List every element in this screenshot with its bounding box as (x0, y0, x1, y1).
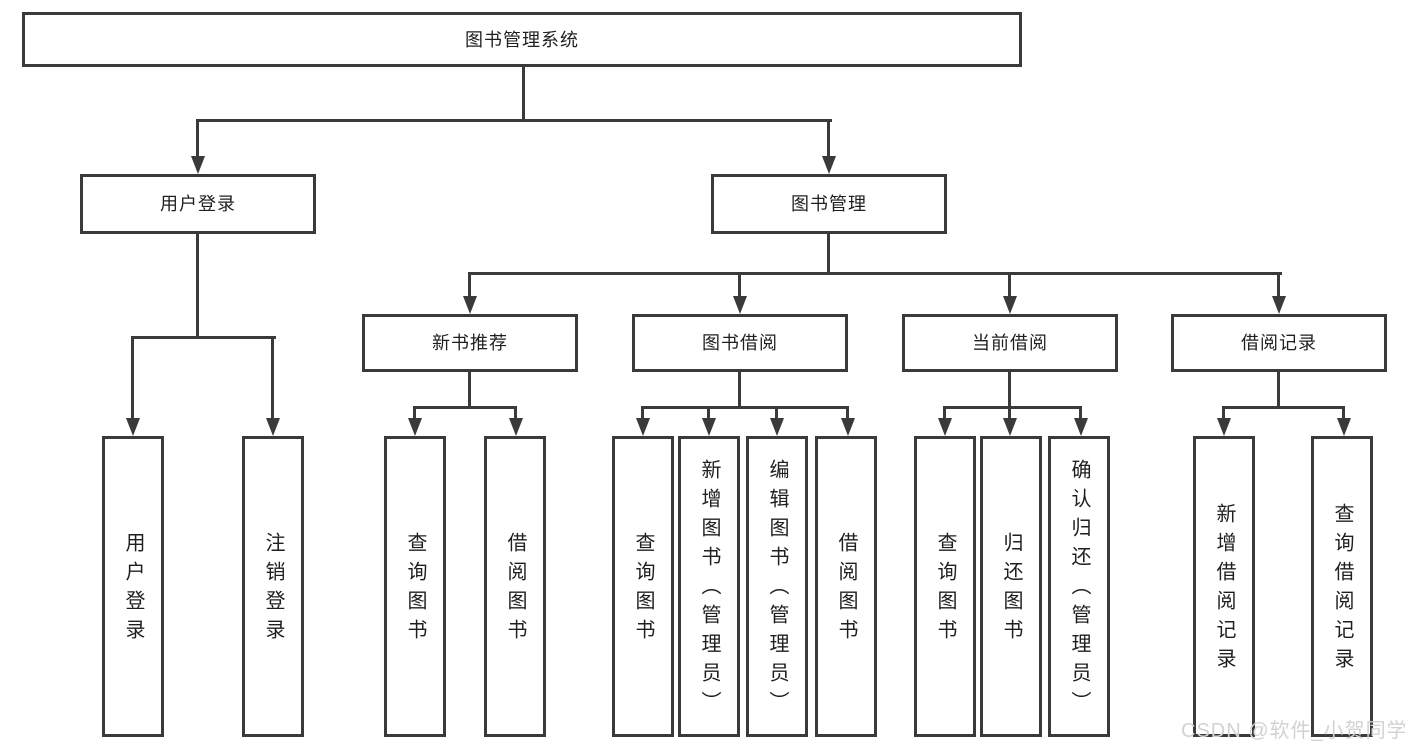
leaf-br-add-record: 新增借阅记录 (1193, 436, 1255, 737)
arrowhead-rec-query (408, 418, 422, 436)
arrowhead-cb-return (1003, 418, 1017, 436)
leaf-bb-edit-book: 编辑图书（管理员） (746, 436, 808, 737)
node-root-label: 图书管理系统 (465, 29, 579, 50)
node-current-borrow: 当前借阅 (902, 314, 1118, 372)
connector-root-drop-right (827, 119, 830, 156)
leaf-logout: 注销登录 (242, 436, 304, 737)
connector-userlogin-drop-2 (271, 336, 274, 418)
arrowhead-borrow-record (1272, 296, 1286, 314)
leaf-cb-confirm-return: 确认归还（管理员） (1048, 436, 1110, 737)
node-user-login-label: 用户登录 (160, 194, 236, 214)
node-borrow-record: 借阅记录 (1171, 314, 1387, 372)
leaf-bb-add-book-label: 新增图书（管理员） (698, 459, 720, 720)
connector-rec-drop-2 (514, 406, 517, 418)
leaf-br-query-record-label: 查询借阅记录 (1331, 502, 1353, 677)
arrowhead-user-login (191, 156, 205, 174)
leaf-logout-label: 注销登录 (262, 531, 284, 648)
leaf-cb-return-book: 归还图书 (980, 436, 1042, 737)
connector-bb-stem (738, 372, 741, 406)
arrowhead-bb-add (702, 418, 716, 436)
connector-br-hline (1222, 406, 1345, 409)
connector-bookmgmt-drop-1 (468, 272, 471, 296)
arrowhead-bb-edit (770, 418, 784, 436)
connector-root-drop-left (196, 119, 199, 156)
leaf-rec-query-book-label: 查询图书 (404, 531, 426, 648)
connector-cb-drop-3 (1079, 406, 1082, 418)
connector-rec-hline (413, 406, 517, 409)
connector-bb-drop-1 (641, 406, 644, 418)
connector-bookmgmt-drop-3 (1008, 272, 1011, 296)
arrowhead-br-query (1337, 418, 1351, 436)
leaf-br-query-record: 查询借阅记录 (1311, 436, 1373, 737)
connector-bookmgmt-drop-2 (738, 272, 741, 296)
arrowhead-cb-confirm (1074, 418, 1088, 436)
leaf-bb-borrow-book-label: 借阅图书 (835, 531, 857, 648)
node-new-book-rec-label: 新书推荐 (432, 333, 508, 353)
arrowhead-book-mgmt (822, 156, 836, 174)
node-borrow-record-label: 借阅记录 (1241, 333, 1317, 353)
leaf-cb-query-book: 查询图书 (914, 436, 976, 737)
arrowhead-book-borrow (733, 296, 747, 314)
connector-br-drop-2 (1342, 406, 1345, 418)
connector-bb-drop-3 (775, 406, 778, 418)
connector-br-stem (1277, 372, 1280, 406)
leaf-br-add-record-label: 新增借阅记录 (1213, 502, 1235, 677)
arrowhead-bb-query (636, 418, 650, 436)
node-book-borrow-label: 图书借阅 (702, 333, 778, 353)
connector-root-hline (196, 119, 832, 122)
connector-userlogin-stem (196, 234, 199, 336)
arrowhead-leaf-login (126, 418, 140, 436)
arrowhead-bb-borrow (841, 418, 855, 436)
leaf-user-login-label: 用户登录 (122, 531, 144, 648)
arrowhead-rec-borrow (509, 418, 523, 436)
node-user-login: 用户登录 (80, 174, 316, 234)
leaf-rec-borrow-book: 借阅图书 (484, 436, 546, 737)
arrowhead-current-borrow (1003, 296, 1017, 314)
leaf-bb-query-book: 查询图书 (612, 436, 674, 737)
connector-bb-hline (641, 406, 849, 409)
node-root: 图书管理系统 (22, 12, 1022, 67)
connector-userlogin-hline (131, 336, 276, 339)
arrowhead-br-add (1217, 418, 1231, 436)
connector-bookmgmt-drop-4 (1277, 272, 1280, 296)
connector-cb-drop-2 (1008, 406, 1011, 418)
leaf-cb-return-book-label: 归还图书 (1000, 531, 1022, 648)
leaf-bb-query-book-label: 查询图书 (632, 531, 654, 648)
arrowhead-new-book-rec (463, 296, 477, 314)
connector-rec-drop-1 (413, 406, 416, 418)
leaf-rec-query-book: 查询图书 (384, 436, 446, 737)
connector-root-stem (522, 67, 525, 119)
connector-bb-drop-4 (846, 406, 849, 418)
connector-bookmgmt-stem (827, 234, 830, 272)
csdn-watermark: CSDN @软件_小贺同学 (1181, 720, 1405, 742)
leaf-cb-confirm-return-label: 确认归还（管理员） (1068, 459, 1090, 720)
connector-bb-drop-2 (707, 406, 710, 418)
node-new-book-rec: 新书推荐 (362, 314, 578, 372)
leaf-bb-borrow-book: 借阅图书 (815, 436, 877, 737)
arrowhead-leaf-logout (266, 418, 280, 436)
connector-br-drop-1 (1222, 406, 1225, 418)
arrowhead-cb-query (938, 418, 952, 436)
node-book-borrow: 图书借阅 (632, 314, 848, 372)
connector-cb-stem (1008, 372, 1011, 406)
connector-bookmgmt-hline (468, 272, 1282, 275)
leaf-rec-borrow-book-label: 借阅图书 (504, 531, 526, 648)
connector-cb-drop-1 (943, 406, 946, 418)
leaf-bb-add-book: 新增图书（管理员） (678, 436, 740, 737)
node-book-mgmt-label: 图书管理 (791, 194, 867, 214)
node-book-mgmt: 图书管理 (711, 174, 947, 234)
leaf-user-login: 用户登录 (102, 436, 164, 737)
connector-rec-stem (468, 372, 471, 406)
leaf-cb-query-book-label: 查询图书 (934, 531, 956, 648)
node-current-borrow-label: 当前借阅 (972, 333, 1048, 353)
leaf-bb-edit-book-label: 编辑图书（管理员） (766, 459, 788, 720)
connector-userlogin-drop-1 (131, 336, 134, 418)
connector-cb-hline (943, 406, 1082, 409)
